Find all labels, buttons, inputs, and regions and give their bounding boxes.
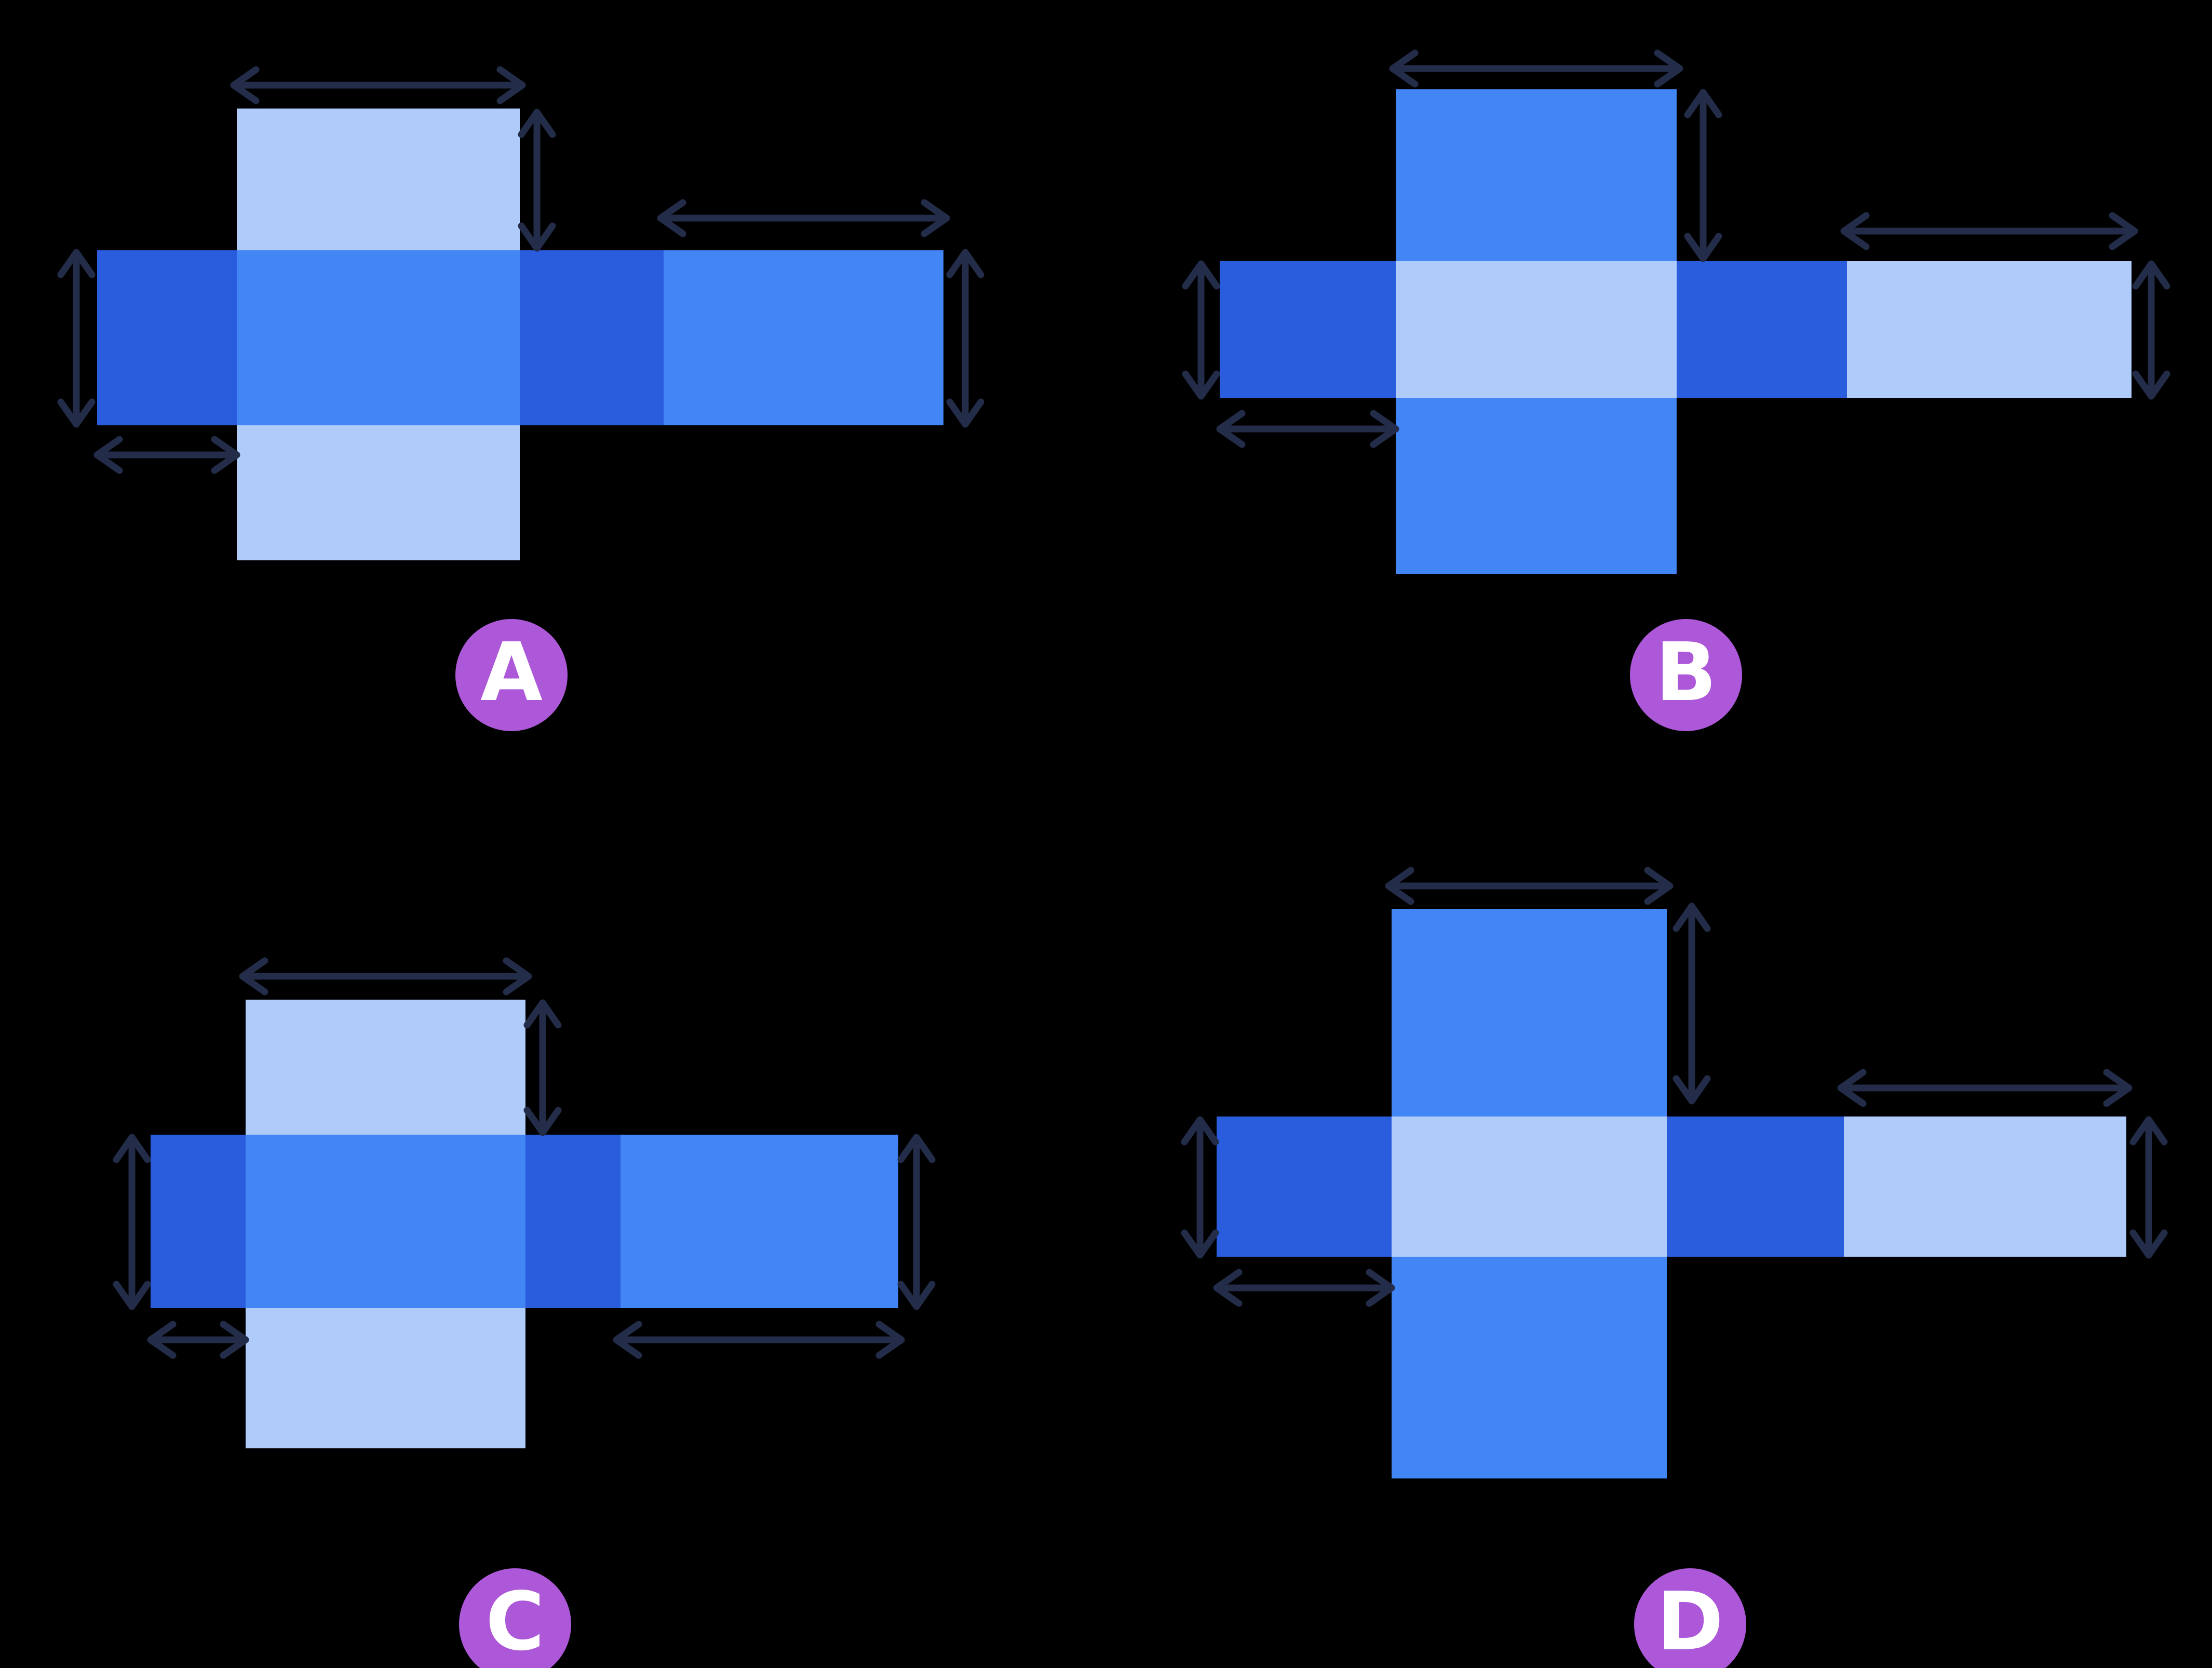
net-D-face-right — [1844, 1117, 2126, 1257]
option-badge-label-C: C — [485, 1574, 545, 1668]
net-C-width-arrow-left-side — [147, 1321, 249, 1359]
net-D-width-arrow-col-top — [1385, 867, 1674, 905]
net-D-face-col-bottom — [1392, 1257, 1667, 1478]
net-C-width-arrow-top-flap — [239, 957, 532, 996]
net-A-face-side-left — [97, 250, 237, 425]
net-A-width-arrow-back-face — [657, 199, 950, 237]
option-badge-D[interactable]: D — [1634, 1568, 1746, 1668]
net-B-width-arrow-col-top — [1389, 49, 1683, 88]
net-B-face-right — [1847, 261, 2132, 398]
net-B-height-arrow-right — [2132, 260, 2170, 400]
net-A-face-side-right — [520, 250, 664, 425]
option-badge-C[interactable]: C — [459, 1568, 571, 1668]
net-D-height-arrow-left — [1181, 1116, 1219, 1259]
net-A-width-arrow-left-side — [93, 436, 240, 474]
net-D-face-side-right — [1667, 1117, 1844, 1257]
net-D-face-center — [1392, 1117, 1667, 1257]
net-A-face-flap-top — [237, 109, 520, 250]
net-C-face-flap-top — [246, 1000, 525, 1135]
net-D-face-side-left — [1217, 1117, 1392, 1257]
net-C-height-arrow-left — [113, 1134, 151, 1310]
net-D-height-arrow-col-top — [1673, 903, 1711, 1105]
option-badge-A[interactable]: A — [455, 619, 568, 731]
net-B-face-side-right — [1677, 261, 1847, 398]
option-badge-label-D: D — [1656, 1574, 1724, 1668]
net-A-face-front — [237, 250, 520, 425]
net-B-height-arrow-col-top — [1684, 89, 1722, 262]
net-C-width-arrow-back-face — [613, 1321, 905, 1359]
net-A-face-back — [664, 250, 943, 425]
net-A-height-arrow-right — [946, 249, 984, 428]
option-badge-label-B: B — [1655, 625, 1717, 719]
net-C-face-flap-bottom — [246, 1308, 525, 1448]
option-badge-B[interactable]: B — [1630, 619, 1742, 731]
option-badge-label-A: A — [480, 625, 543, 719]
net-B-face-center — [1396, 261, 1677, 398]
net-B-face-col-bottom — [1396, 398, 1677, 574]
net-B-face-col-top — [1396, 89, 1677, 261]
net-C-height-arrow-right — [897, 1134, 936, 1310]
net-B-face-side-left — [1220, 261, 1396, 398]
net-A-face-flap-bottom — [237, 425, 520, 560]
net-B-height-arrow-left — [1182, 260, 1220, 400]
net-C-face-side-right — [525, 1135, 621, 1308]
net-D-width-arrow-left-side — [1213, 1269, 1395, 1307]
net-B-width-arrow-left-side — [1216, 410, 1399, 448]
net-A-height-arrow-top-flap — [518, 109, 556, 252]
net-C-face-front — [246, 1135, 525, 1308]
net-A-width-arrow-top-flap — [230, 66, 526, 104]
net-C-face-back — [621, 1135, 898, 1308]
net-D-height-arrow-right — [2129, 1116, 2168, 1259]
net-B-width-arrow-right — [1840, 212, 2138, 250]
net-D-width-arrow-right — [1837, 1069, 2133, 1107]
net-A-height-arrow-left — [57, 249, 96, 428]
net-C-face-side-left — [151, 1135, 246, 1308]
net-C-height-arrow-top-flap — [523, 999, 562, 1136]
net-D-face-col-top — [1392, 909, 1667, 1117]
